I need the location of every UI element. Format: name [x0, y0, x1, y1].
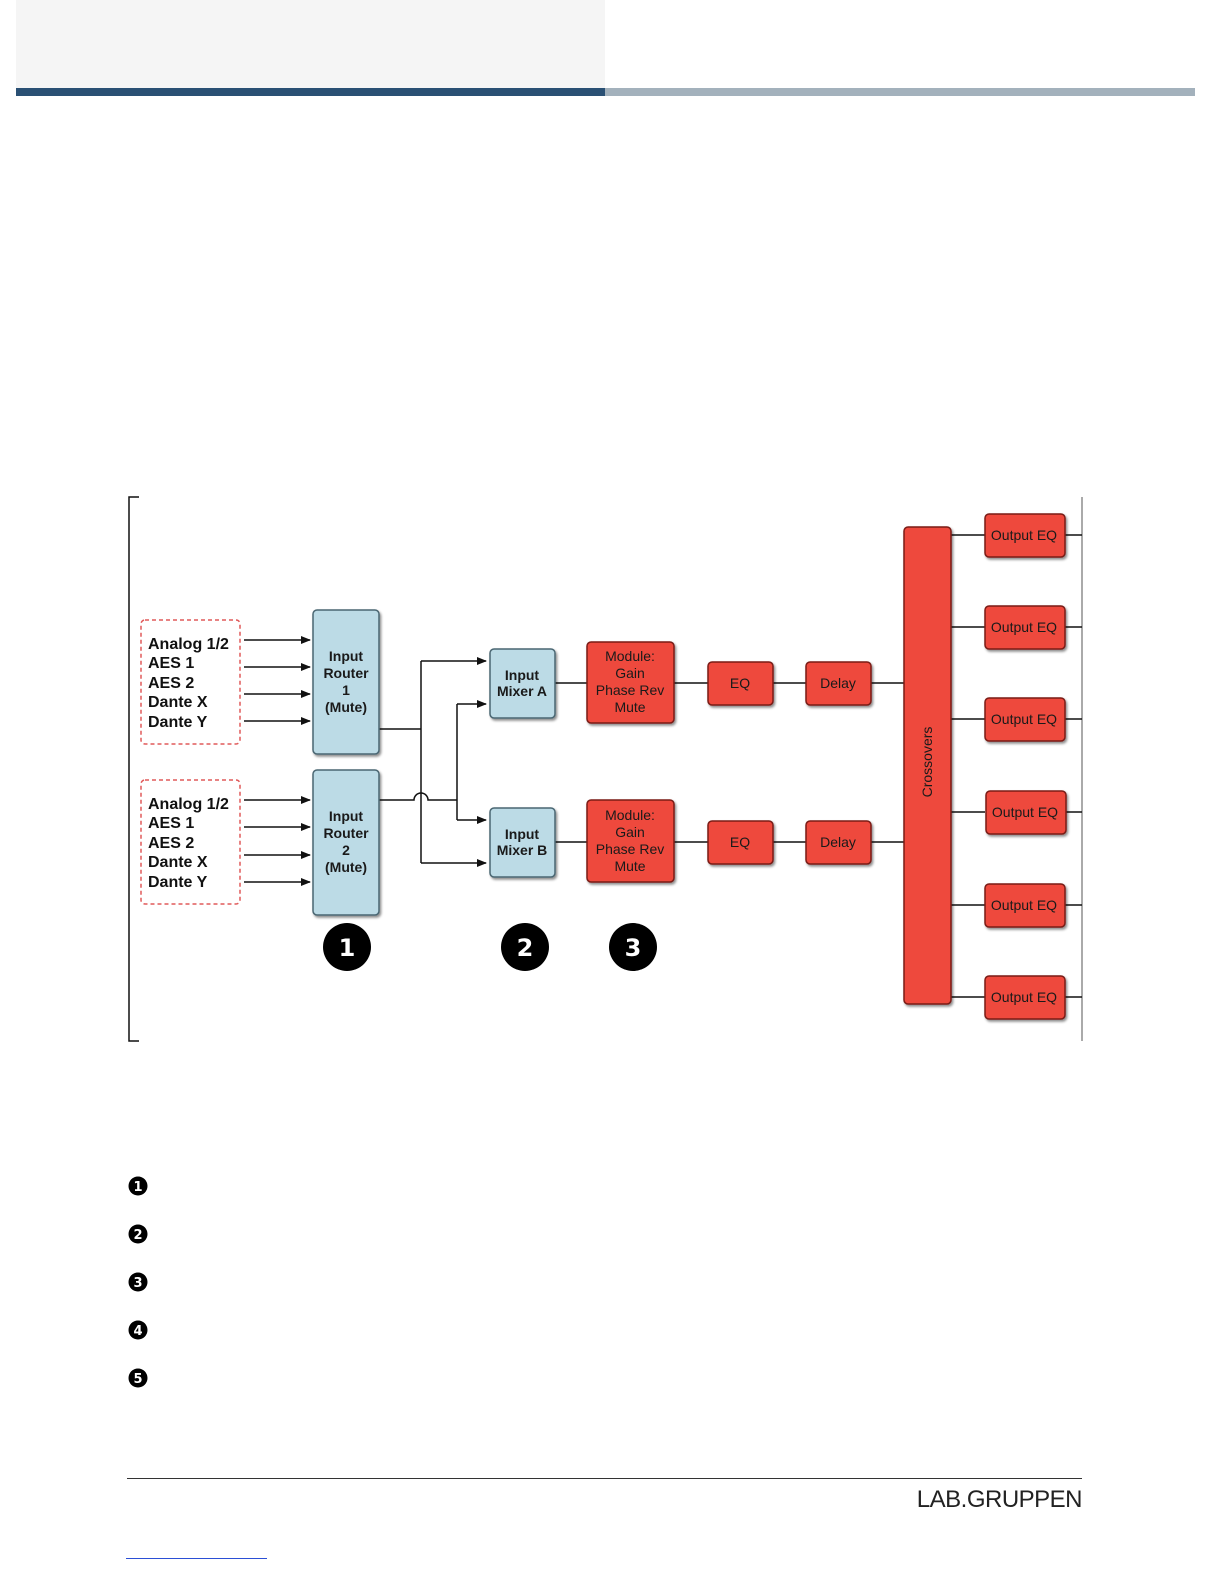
output-eq-label: Output EQ: [991, 619, 1057, 635]
output-eq-blocks: Output EQ Output EQ Output EQ Output EQ …: [984, 513, 1067, 1020]
module-label: Gain: [615, 824, 645, 840]
step-marker-number: 3: [625, 934, 642, 962]
crossovers-block: Crossovers: [903, 526, 952, 1005]
input-router-1: Input Router 1 (Mute): [312, 609, 380, 755]
list-marker-number: 2: [133, 1228, 142, 1243]
input-router-2: Input Router 2 (Mute): [312, 769, 380, 916]
module-label: Mute: [614, 858, 645, 874]
input-mixer-b: Input Mixer B: [489, 807, 556, 878]
footer-link-underline: [126, 1558, 267, 1559]
eq-label: EQ: [730, 834, 750, 850]
module-label: Gain: [615, 665, 645, 681]
delay-block-a: Delay: [805, 661, 872, 706]
module-label: Mute: [614, 699, 645, 715]
output-eq-label: Output EQ: [991, 711, 1057, 727]
input-mixer-a: Input Mixer A: [489, 648, 556, 719]
header-bar-light: [605, 88, 1195, 96]
output-eq-4: Output EQ: [985, 790, 1067, 835]
output-eq-label: Output EQ: [992, 804, 1058, 820]
router-label: (Mute): [325, 859, 367, 875]
source-label: Analog 1/2: [148, 796, 229, 813]
output-eq-2: Output EQ: [984, 605, 1066, 650]
list-marker-number: 1: [133, 1180, 142, 1195]
list-marker-number: 4: [133, 1324, 142, 1339]
step-marker-3: 3: [609, 923, 657, 971]
output-eq-6: Output EQ: [984, 975, 1066, 1020]
mixer-label: Input: [505, 826, 540, 842]
delay-label: Delay: [820, 675, 856, 691]
module-b: Module: Gain Phase Rev Mute: [586, 799, 675, 883]
source-arrows: [244, 636, 311, 886]
step-marker-number: 1: [339, 934, 356, 962]
output-eq-5: Output EQ: [984, 883, 1066, 928]
delay-label: Delay: [820, 834, 856, 850]
module-label: Phase Rev: [596, 841, 664, 857]
source-label: Dante Y: [148, 874, 208, 891]
list-marker-1: 1: [128, 1176, 148, 1196]
list-marker-3: 3: [128, 1272, 148, 1292]
mixer-label: Input: [505, 667, 540, 683]
module-label: Phase Rev: [596, 682, 664, 698]
source-label: AES 2: [148, 835, 194, 852]
router-label: Router: [323, 665, 369, 681]
mixer-label: Mixer B: [497, 842, 548, 858]
eq-block-a: EQ: [707, 661, 774, 706]
output-eq-3: Output EQ: [984, 697, 1066, 742]
output-eq-1: Output EQ: [984, 513, 1066, 558]
delay-block-b: Delay: [805, 820, 872, 865]
list-marker-2: 2: [128, 1224, 148, 1244]
module-label: Module:: [605, 648, 655, 664]
module-label: Module:: [605, 807, 655, 823]
eq-block-b: EQ: [707, 820, 774, 865]
router-label: Router: [323, 825, 369, 841]
list-marker-5: 5: [128, 1368, 148, 1388]
router-label: (Mute): [325, 699, 367, 715]
module-a: Module: Gain Phase Rev Mute: [586, 641, 675, 724]
output-eq-label: Output EQ: [991, 527, 1057, 543]
source-label: Dante X: [148, 854, 208, 871]
step-marker-number: 2: [517, 934, 534, 962]
crossovers-label: Crossovers: [919, 727, 935, 798]
header-panel: [16, 0, 605, 88]
mixer-label: Mixer A: [497, 683, 547, 699]
source-label: AES 2: [148, 675, 194, 692]
source-group-2: Analog 1/2 AES 1 AES 2 Dante X Dante Y: [148, 796, 229, 891]
list-markers: 1 2 3 4 5: [128, 1176, 148, 1388]
source-label: AES 1: [148, 655, 194, 672]
list-marker-number: 3: [133, 1276, 142, 1291]
diagram-frame-left: [128, 496, 139, 1042]
source-label: Analog 1/2: [148, 636, 229, 653]
source-group-1-box: [140, 619, 241, 745]
source-group-2-box: [140, 779, 241, 905]
router-label: 1: [342, 682, 350, 698]
router-label: Input: [329, 648, 364, 664]
router-label: 2: [342, 842, 350, 858]
eq-label: EQ: [730, 675, 750, 691]
header-bar-dark: [16, 88, 605, 96]
list-marker-4: 4: [128, 1320, 148, 1340]
source-label: Dante Y: [148, 714, 208, 731]
step-marker-2: 2: [501, 923, 549, 971]
step-marker-1: 1: [323, 923, 371, 971]
footer-divider: [127, 1478, 1082, 1479]
lab-gruppen-logo: LAB.GRUPPEN: [917, 1486, 1082, 1513]
router-label: Input: [329, 808, 364, 824]
output-eq-label: Output EQ: [991, 989, 1057, 1005]
source-group-1: Analog 1/2 AES 1 AES 2 Dante X Dante Y: [148, 636, 229, 731]
source-label: Dante X: [148, 694, 208, 711]
routing-lines: [379, 534, 1082, 998]
source-label: AES 1: [148, 815, 194, 832]
output-eq-label: Output EQ: [991, 897, 1057, 913]
list-marker-number: 5: [133, 1372, 142, 1387]
